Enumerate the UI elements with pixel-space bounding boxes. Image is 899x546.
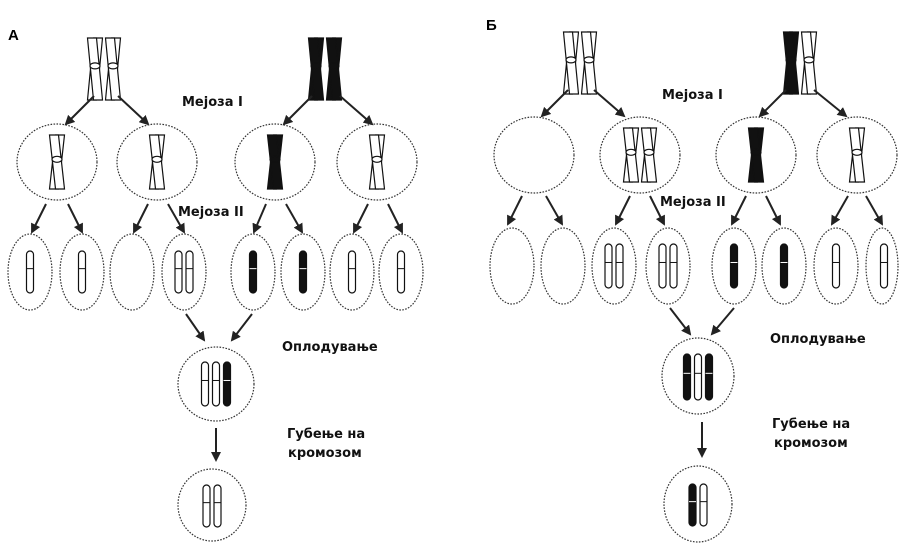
panel-a-secondary-chromosome-1 bbox=[50, 135, 65, 189]
panel-a-label-fertilization: Оплодување bbox=[282, 340, 378, 355]
panel-b-secondary-chromosome-3 bbox=[749, 128, 764, 182]
light-chromatid bbox=[27, 251, 34, 293]
panel-a-secondary-chromosome-4 bbox=[370, 135, 385, 189]
dark-chromatid bbox=[684, 354, 691, 400]
panel-a-gamete-chromatids bbox=[27, 251, 405, 293]
dark-chromatid bbox=[250, 251, 257, 293]
panel-a-label-loss-line-2: кромозом bbox=[288, 446, 362, 461]
panel-a-secondary-chromosome-3 bbox=[268, 135, 283, 189]
panel-a-label-loss-line-1: Губење на bbox=[287, 427, 365, 442]
light-chromatid bbox=[605, 244, 612, 288]
light-chromatid bbox=[616, 244, 623, 288]
panel-b-label-loss-line-2: кромозом bbox=[774, 436, 848, 451]
panel-b-secondary-chromosome-4 bbox=[850, 128, 865, 182]
dark-chromatid bbox=[706, 354, 713, 400]
panel-b-zygote-chromatids bbox=[684, 354, 713, 400]
panel-a-final-cell bbox=[178, 469, 246, 541]
panel-b-secondary-chromosome-2 bbox=[624, 128, 657, 182]
panel-a-parent-light bbox=[88, 38, 121, 100]
panel-a-arrows-fertilization bbox=[186, 314, 252, 340]
dark-chromatid bbox=[731, 244, 738, 288]
dark-chromatid bbox=[781, 244, 788, 288]
light-chromatid bbox=[700, 484, 707, 526]
panel-a-label-meiosis-2: Мејоза II bbox=[178, 205, 244, 220]
panel-a-secondary-chromosome-2 bbox=[150, 135, 165, 189]
panel-a-secondary-cells bbox=[17, 124, 417, 200]
light-chromatid bbox=[202, 362, 209, 406]
light-chromatid bbox=[349, 251, 356, 293]
panel-b-arrows-fertilization bbox=[670, 308, 734, 334]
panel-b-final-cell bbox=[664, 466, 732, 542]
dark-chromatid bbox=[224, 362, 231, 406]
light-chromatid bbox=[203, 485, 210, 527]
panel-a-parent-dark bbox=[309, 38, 342, 100]
light-chromatid bbox=[881, 244, 888, 288]
light-chromatid bbox=[659, 244, 666, 288]
panel-b-parent-dark bbox=[784, 32, 817, 94]
panel-b-final-chromatids bbox=[689, 484, 707, 526]
panel-a-label-meiosis-1: Мејоза I bbox=[182, 95, 243, 110]
panel-b-label-meiosis-2: Мејоза II bbox=[660, 195, 726, 210]
dark-chromatid bbox=[689, 484, 696, 526]
light-chromatid bbox=[833, 244, 840, 288]
light-chromatid bbox=[214, 485, 221, 527]
light-chromatid bbox=[398, 251, 405, 293]
panel-b-parent-light bbox=[564, 32, 597, 94]
panel-b-label-fertilization: Оплодување bbox=[770, 332, 866, 347]
panel-a-final-chromatids bbox=[203, 485, 221, 527]
panel-a: А Мејоза I Мејоза II bbox=[8, 27, 423, 541]
panel-b: Б Мејоза I Мејоза II bbox=[486, 17, 898, 542]
panel-a-zygote-chromatids bbox=[202, 362, 231, 406]
light-chromatid bbox=[695, 354, 702, 400]
light-chromatid bbox=[79, 251, 86, 293]
light-chromatid bbox=[670, 244, 677, 288]
panel-b-letter: Б bbox=[486, 17, 497, 34]
panel-b-secondary-cells bbox=[494, 117, 897, 193]
light-chromatid bbox=[186, 251, 193, 293]
light-chromatid bbox=[175, 251, 182, 293]
dark-chromatid bbox=[300, 251, 307, 293]
light-chromatid bbox=[213, 362, 220, 406]
panel-a-letter: А bbox=[8, 27, 19, 44]
panel-b-label-meiosis-1: Мејоза I bbox=[662, 88, 723, 103]
panel-a-gametes bbox=[8, 234, 423, 310]
panel-b-label-loss-line-1: Губење на bbox=[772, 417, 850, 432]
